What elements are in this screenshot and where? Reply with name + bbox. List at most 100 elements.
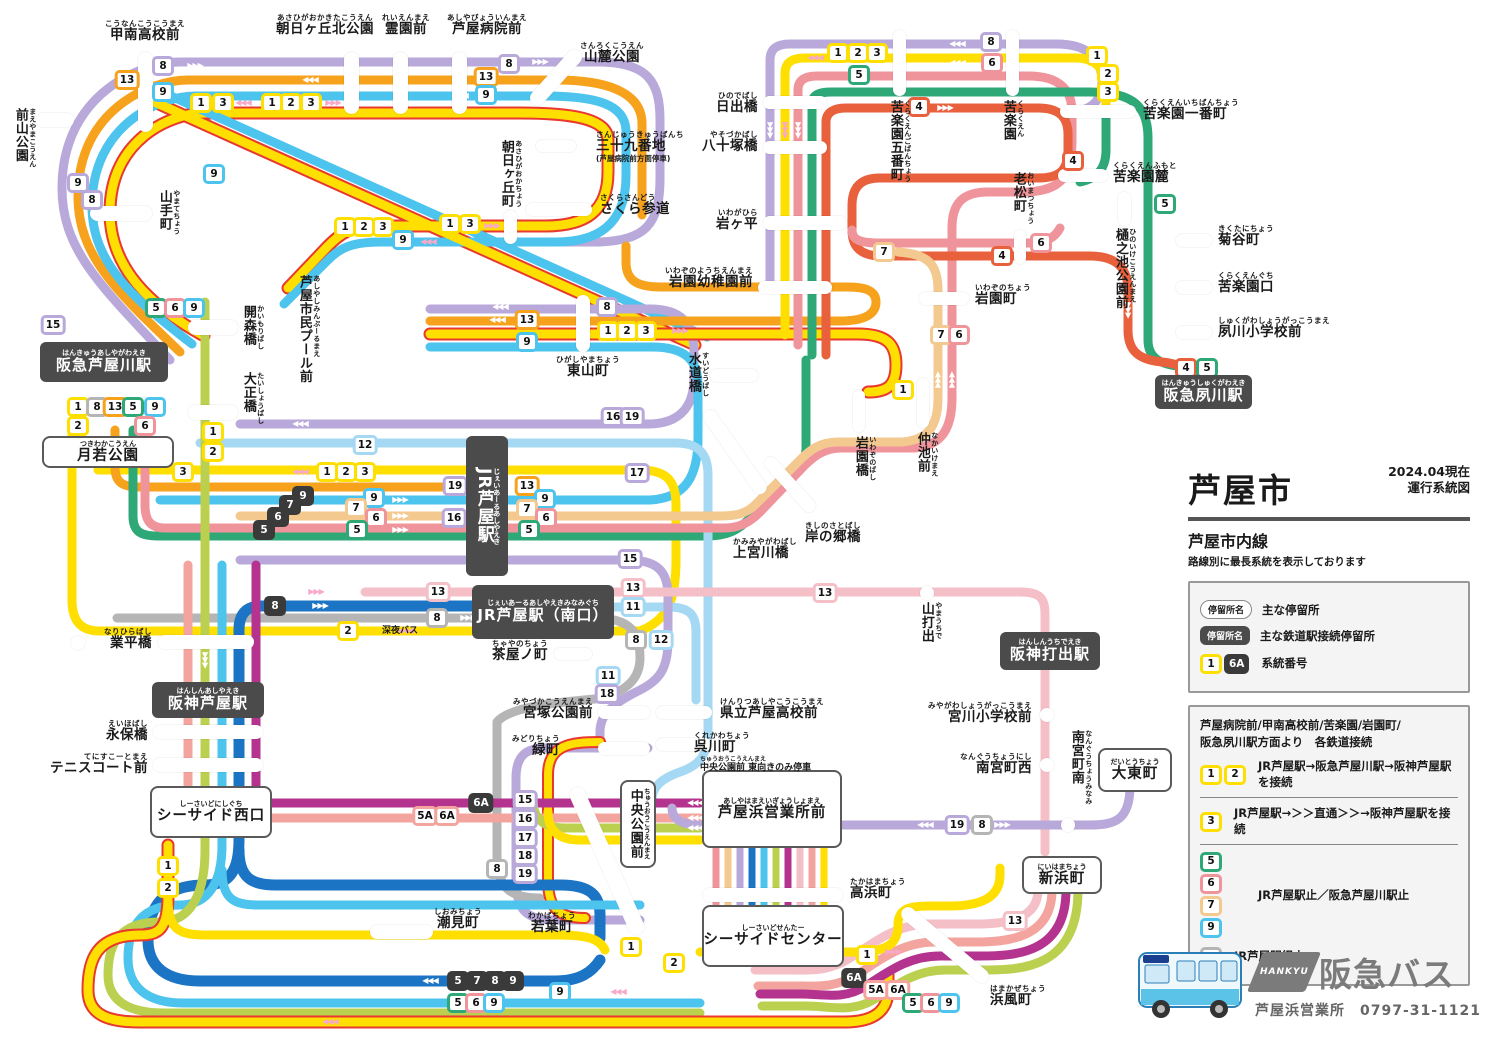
route-number-badge: 13 — [425, 582, 451, 602]
route-number-badge: 6A — [1224, 654, 1250, 675]
route-number-badge: 7 — [1200, 895, 1222, 916]
route-number-badge: 19 — [512, 864, 538, 884]
route-number-badge: 9 — [475, 85, 497, 105]
stop-marker — [893, 30, 906, 96]
route-number-badge: 5 — [1200, 851, 1222, 872]
route-number-badge: 5 — [253, 520, 275, 540]
route-number-badge: 5 — [346, 520, 368, 540]
stop-label: さんろくこうえん山麓公園 — [580, 41, 644, 66]
info-panel: 芦屋市 2024.04現在 運行系統図 芦屋市内線 路線別に最長系統を表示してお… — [1188, 464, 1470, 986]
route-number-badge: 5 — [145, 298, 167, 318]
direction-arrows: ◀◀◀ — [489, 315, 506, 324]
stop-label: あさひがおかきたこうえん朝日ヶ丘北公園 — [276, 13, 374, 38]
direction-arrows: ▶▶▶ — [794, 122, 803, 138]
stop-marker — [763, 141, 827, 154]
stop-marker — [1176, 234, 1212, 247]
route-number-badge: 1 — [892, 380, 914, 400]
route-number-badge: 12 — [648, 630, 674, 650]
stop-label: わかばちょう若葉町 — [528, 911, 576, 936]
route-number-badge: 18 — [594, 684, 620, 704]
stop-label: いわぞのようちえんまえ岩園幼稚園前 — [665, 266, 753, 291]
direction-arrows: ▶▶▶ — [392, 511, 409, 520]
route-number-badge: 7 — [873, 242, 895, 262]
direction-arrows: ◀◀◀ — [492, 302, 509, 311]
route-number-badge: 3 — [172, 462, 194, 482]
direction-arrows: ◀◀◀ — [452, 91, 469, 100]
stop-marker — [1118, 192, 1131, 226]
stop-marker — [656, 706, 712, 719]
stop-label: あしやびょういんまえ芦屋病院前 — [447, 13, 527, 38]
stop-label: れいえんまえ霊園前 — [382, 13, 430, 38]
station-badge: JR芦屋駅じぇいあーるあしやえき — [466, 436, 508, 576]
route-number-badge: 6 — [1200, 873, 1222, 894]
stop-marker — [920, 586, 934, 600]
stop-label: なりひらばし業平橋 — [104, 627, 152, 652]
map-note: 深夜バス — [382, 626, 419, 636]
stop-label: くらくえんいちばんちょう苦楽園一番町 — [1143, 98, 1239, 123]
route-number-badge: 1 — [439, 214, 461, 234]
route-number-badge: 13 — [514, 310, 540, 330]
stop-marker — [1060, 105, 1136, 118]
stop-label: 朝日ヶ丘町あさひがおかちょう — [498, 140, 523, 208]
stop-label: しおみちょう潮見町 — [434, 907, 482, 932]
stop-label: きくたにちょう菊谷町 — [1218, 224, 1274, 249]
direction-arrows: ▶▶▶ — [532, 57, 549, 66]
stop-marker — [36, 113, 74, 127]
stop-label: みやづかこうえんまえ宮塚公園前 — [513, 697, 593, 722]
legend-station-sample: 停留所名 — [1200, 626, 1251, 645]
route-number-badge: 8 — [264, 596, 286, 616]
route-number-badge: 16 — [512, 809, 538, 829]
boxed-stop: あしやはまえいぎょうしょまえ芦屋浜営業所前 — [702, 770, 842, 848]
direction-arrows: ▶▶▶ — [994, 820, 1011, 829]
direction-arrows: ▶▶▶ — [392, 525, 409, 534]
route-number-badge: 19 — [442, 476, 468, 496]
route-number-badge: 6 — [535, 508, 557, 528]
stop-marker — [703, 888, 843, 902]
direction-arrows: ◀◀◀ — [687, 798, 704, 807]
stop-marker — [452, 52, 467, 114]
route-number-badge: 3 — [300, 93, 322, 113]
route-number-badge: 8 — [152, 56, 174, 76]
direction-arrows: ◀◀◀ — [322, 1017, 339, 1026]
stop-label: 前山公園まえやまこうえん — [12, 108, 37, 168]
route-number-badge: 13 — [812, 583, 838, 603]
boxed-stop: しーさいどにしぐちシーサイド西口 — [150, 786, 272, 838]
stop-marker — [138, 52, 153, 132]
direction-arrows: ◀◀◀ — [807, 53, 824, 62]
route-number-badge: 6 — [948, 325, 970, 345]
route-number-badge: 9 — [502, 971, 524, 991]
route-number-badge: 1 — [202, 422, 224, 442]
route-number-badge: 2 — [1097, 64, 1119, 84]
route-number-badge: 15 — [512, 790, 538, 810]
stop-label: 南宮町南なんぐうちょうみなみ — [1068, 730, 1093, 805]
stop-label: みやがわしょうがっこうまえ宮川小学校前 — [928, 701, 1032, 726]
boxed-stop: だいとうちょう大東町 — [1098, 748, 1172, 792]
direction-arrows: ▶▶▶ — [392, 495, 409, 504]
route-number-badge: 5 — [518, 520, 540, 540]
stop-marker — [370, 925, 433, 939]
route-number-badge: 2 — [1224, 764, 1246, 785]
route-number-badge: 16 — [441, 508, 467, 528]
stop-label: くらくえんぐち苦楽園口 — [1218, 271, 1274, 296]
stop-label: たかはまちょう高浜町 — [850, 877, 906, 902]
route-number-badge: 3 — [1200, 811, 1222, 832]
stop-marker — [188, 320, 238, 335]
stop-label: 山打出やまうちで — [918, 602, 943, 643]
legend-number-label: 系統番号 — [1261, 656, 1308, 671]
stop-label: こうなんこうこうまえ甲南高校前 — [105, 19, 185, 44]
station-badge: はんきゅうあしやがわえき阪急芦屋川駅 — [40, 342, 168, 382]
route-number-badge: 9 — [203, 164, 225, 184]
direction-arrows: ◀◀◀ — [949, 39, 966, 48]
direction-arrows: ▶▶▶ — [672, 326, 689, 335]
direction-arrows: ▶▶▶ — [947, 372, 956, 388]
stop-label: きしのさとばし岸の郷橋 — [805, 521, 861, 546]
legend-stop-label: 主な停留所 — [1262, 602, 1320, 617]
company-name: 阪急バス — [1319, 955, 1455, 994]
direction-arrows: ◀◀◀ — [235, 98, 252, 107]
route-number-badge: 5 — [1196, 358, 1218, 378]
stop-marker — [598, 706, 650, 719]
direction-arrows: ▶▶▶ — [187, 61, 204, 70]
stop-label: 開森橋かいもりばし — [240, 305, 265, 350]
